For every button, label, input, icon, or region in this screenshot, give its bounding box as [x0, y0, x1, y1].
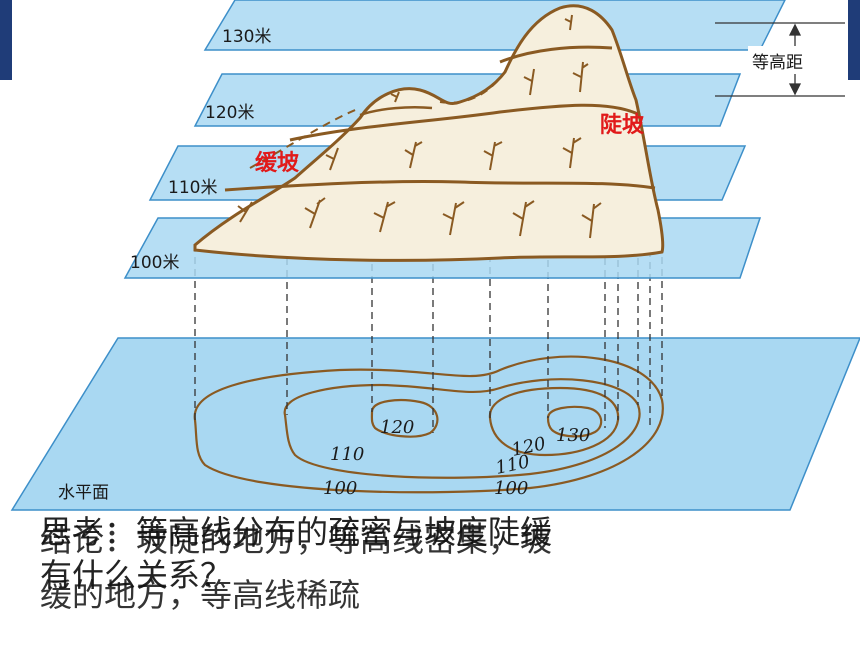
contour-lines — [193, 355, 664, 494]
steep-slope-label: 陡坡 — [600, 113, 644, 138]
plane-label-110: 110米 — [168, 178, 217, 198]
conclusion-line-1: 结论：坡陡的地方，等高线密集，坡 — [40, 521, 553, 559]
contour-label-100-right: 100 — [494, 478, 528, 499]
plane-label-100: 100米 — [130, 253, 179, 273]
base-plane-label: 水平面 — [58, 483, 109, 503]
interval-indicator — [715, 22, 845, 97]
contour-label-110-left: 110 — [330, 444, 364, 465]
question-line-2: 有什么关系？ — [40, 556, 233, 594]
contour-label-130: 130 — [556, 425, 590, 446]
slide-accent-right — [848, 0, 860, 80]
plane-label-130: 130米 — [222, 27, 271, 47]
interval-label-box — [748, 46, 836, 74]
interval-label: 等高距 — [752, 53, 803, 73]
slide-accent-left — [0, 0, 12, 80]
conclusion-line-2: 缓的地方，等高线稀疏 — [40, 576, 361, 614]
gentle-slope-label: 缓坡 — [255, 150, 299, 176]
contour-label-120-left: 120 — [380, 417, 414, 438]
question-line-1: 思考：等高线分布的疏密与坡度陡缓 — [40, 513, 553, 551]
plane-130 — [203, 0, 786, 51]
plane-label-120: 120米 — [205, 103, 254, 123]
mountain — [193, 4, 665, 262]
contour-label-100-left: 100 — [323, 478, 357, 499]
